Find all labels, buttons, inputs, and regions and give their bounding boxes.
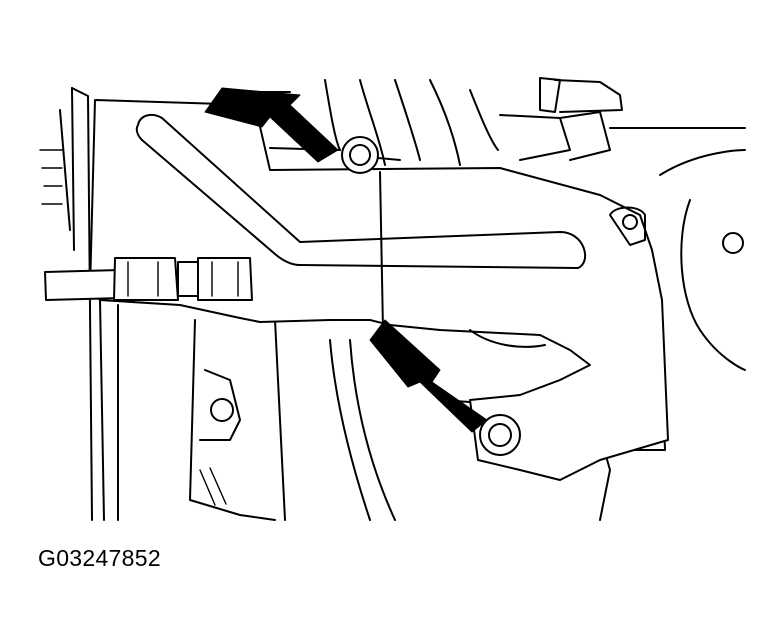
lower-bolt — [479, 414, 521, 456]
arrow-icon — [204, 87, 339, 163]
stud-and-nut — [44, 257, 253, 301]
engine-casting-upper — [261, 79, 499, 166]
pulley-hub — [722, 232, 744, 254]
figure-id-label: G03247852 — [38, 545, 161, 571]
arrow-icon — [369, 319, 488, 433]
engine-casting-lower — [189, 319, 396, 521]
support-bracket — [89, 99, 669, 481]
mount-hole — [210, 398, 234, 422]
upper-bolt — [269, 136, 401, 174]
engine-casting-left — [39, 87, 119, 521]
bracket-diagram — [39, 77, 746, 521]
